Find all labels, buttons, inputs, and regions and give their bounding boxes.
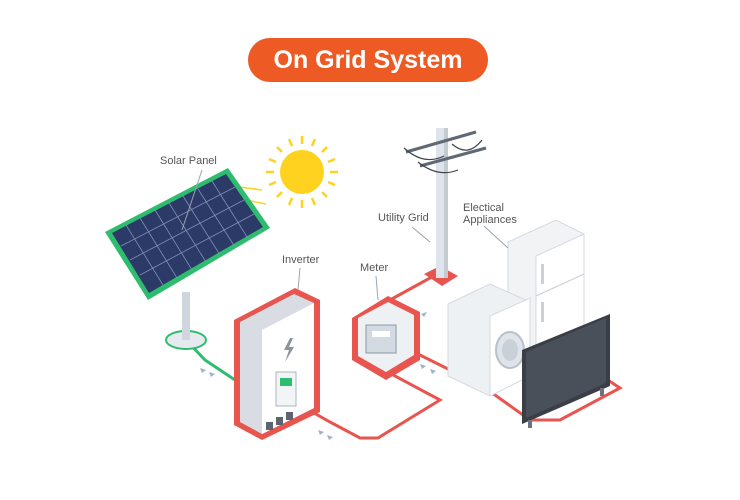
meter — [352, 296, 420, 380]
utility-grid-label: Utility Grid — [378, 212, 429, 224]
lightning-bolt-icon — [284, 338, 294, 362]
television — [522, 314, 610, 428]
washing-machine — [447, 283, 531, 397]
leader-lines — [181, 169, 509, 301]
utility-pole — [403, 128, 487, 286]
meter-label: Meter — [360, 262, 389, 274]
title-badge: On Grid System — [248, 38, 488, 82]
solar-panel — [105, 168, 270, 350]
page-title: On Grid System — [273, 45, 463, 74]
ac-wire-inverter-meter — [299, 363, 444, 440]
inverter — [234, 288, 320, 440]
appliances-label-line2: Appliances — [463, 214, 517, 226]
inverter-label: Inverter — [282, 254, 320, 266]
sun-icon — [266, 136, 338, 208]
refrigerator — [507, 219, 585, 353]
solar-panel-label: Solar Panel — [160, 155, 217, 167]
appliances-label-line1: Electical — [463, 202, 504, 214]
